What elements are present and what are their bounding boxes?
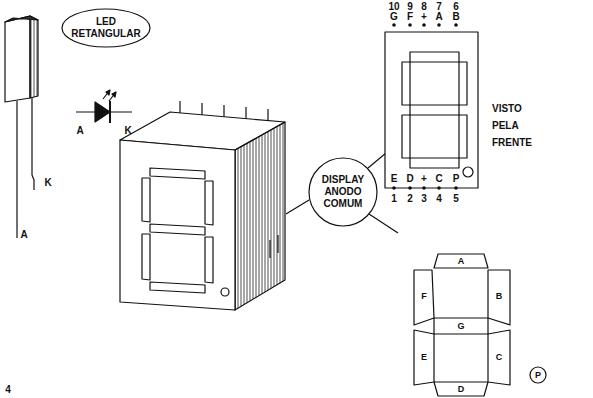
text-holder: DISPLAY ANODO COMUM (318, 174, 368, 210)
callout-ellipse: LED RETANGULAR (61, 8, 151, 48)
callout-text: LED RETANGULAR (70, 16, 142, 40)
pin-number: 2 (407, 193, 413, 204)
figure-number: 4 (5, 384, 11, 395)
display-3d (120, 101, 285, 310)
pin-number: 3 (421, 193, 427, 204)
pin-number: 10 (388, 1, 399, 12)
segment-label: E (421, 352, 427, 363)
segment-label: F (421, 291, 427, 302)
pin-number: 4 (436, 193, 442, 204)
led-rectangular (5, 16, 38, 238)
lead-label: K (44, 177, 51, 188)
pin-name: A (435, 11, 442, 22)
pin-number: 5 (453, 193, 459, 204)
pin-number: 7 (436, 1, 442, 12)
segment-label: G (457, 321, 464, 332)
segment-label: C (496, 352, 503, 363)
pin-name: + (421, 11, 427, 22)
segment-label: A (458, 256, 465, 267)
pin-number: 9 (407, 1, 413, 12)
callout-text: DISPLAY ANODO COMUM (318, 174, 368, 210)
segment-map (414, 254, 546, 396)
callout-circle: DISPLAY ANODO COMUM (308, 157, 378, 227)
pin-number: 1 (391, 193, 397, 204)
segment-label: B (496, 291, 503, 302)
view-note: VISTO PELA FRENTE (492, 100, 550, 151)
pin-name: B (452, 11, 459, 22)
diode-symbol (76, 90, 132, 123)
segment-label: D (458, 384, 465, 395)
pin-name: + (421, 173, 427, 184)
segment-label: P (535, 370, 541, 381)
leader-lines (286, 143, 398, 233)
pin-name: C (435, 173, 442, 184)
display-front-view (385, 32, 478, 188)
pin-name: G (390, 11, 398, 22)
pin-name: F (407, 11, 413, 22)
pin-number: 6 (453, 1, 459, 12)
pin-name: E (391, 173, 398, 184)
terminal-label: A (76, 125, 83, 136)
lead-label: A (20, 229, 27, 240)
pin-name: P (453, 173, 460, 184)
pin-name: D (406, 173, 413, 184)
pin-dots (392, 23, 458, 190)
text-holder: LED RETANGULAR (70, 16, 142, 40)
terminal-label: K (124, 125, 131, 136)
pin-number: 8 (421, 1, 427, 12)
